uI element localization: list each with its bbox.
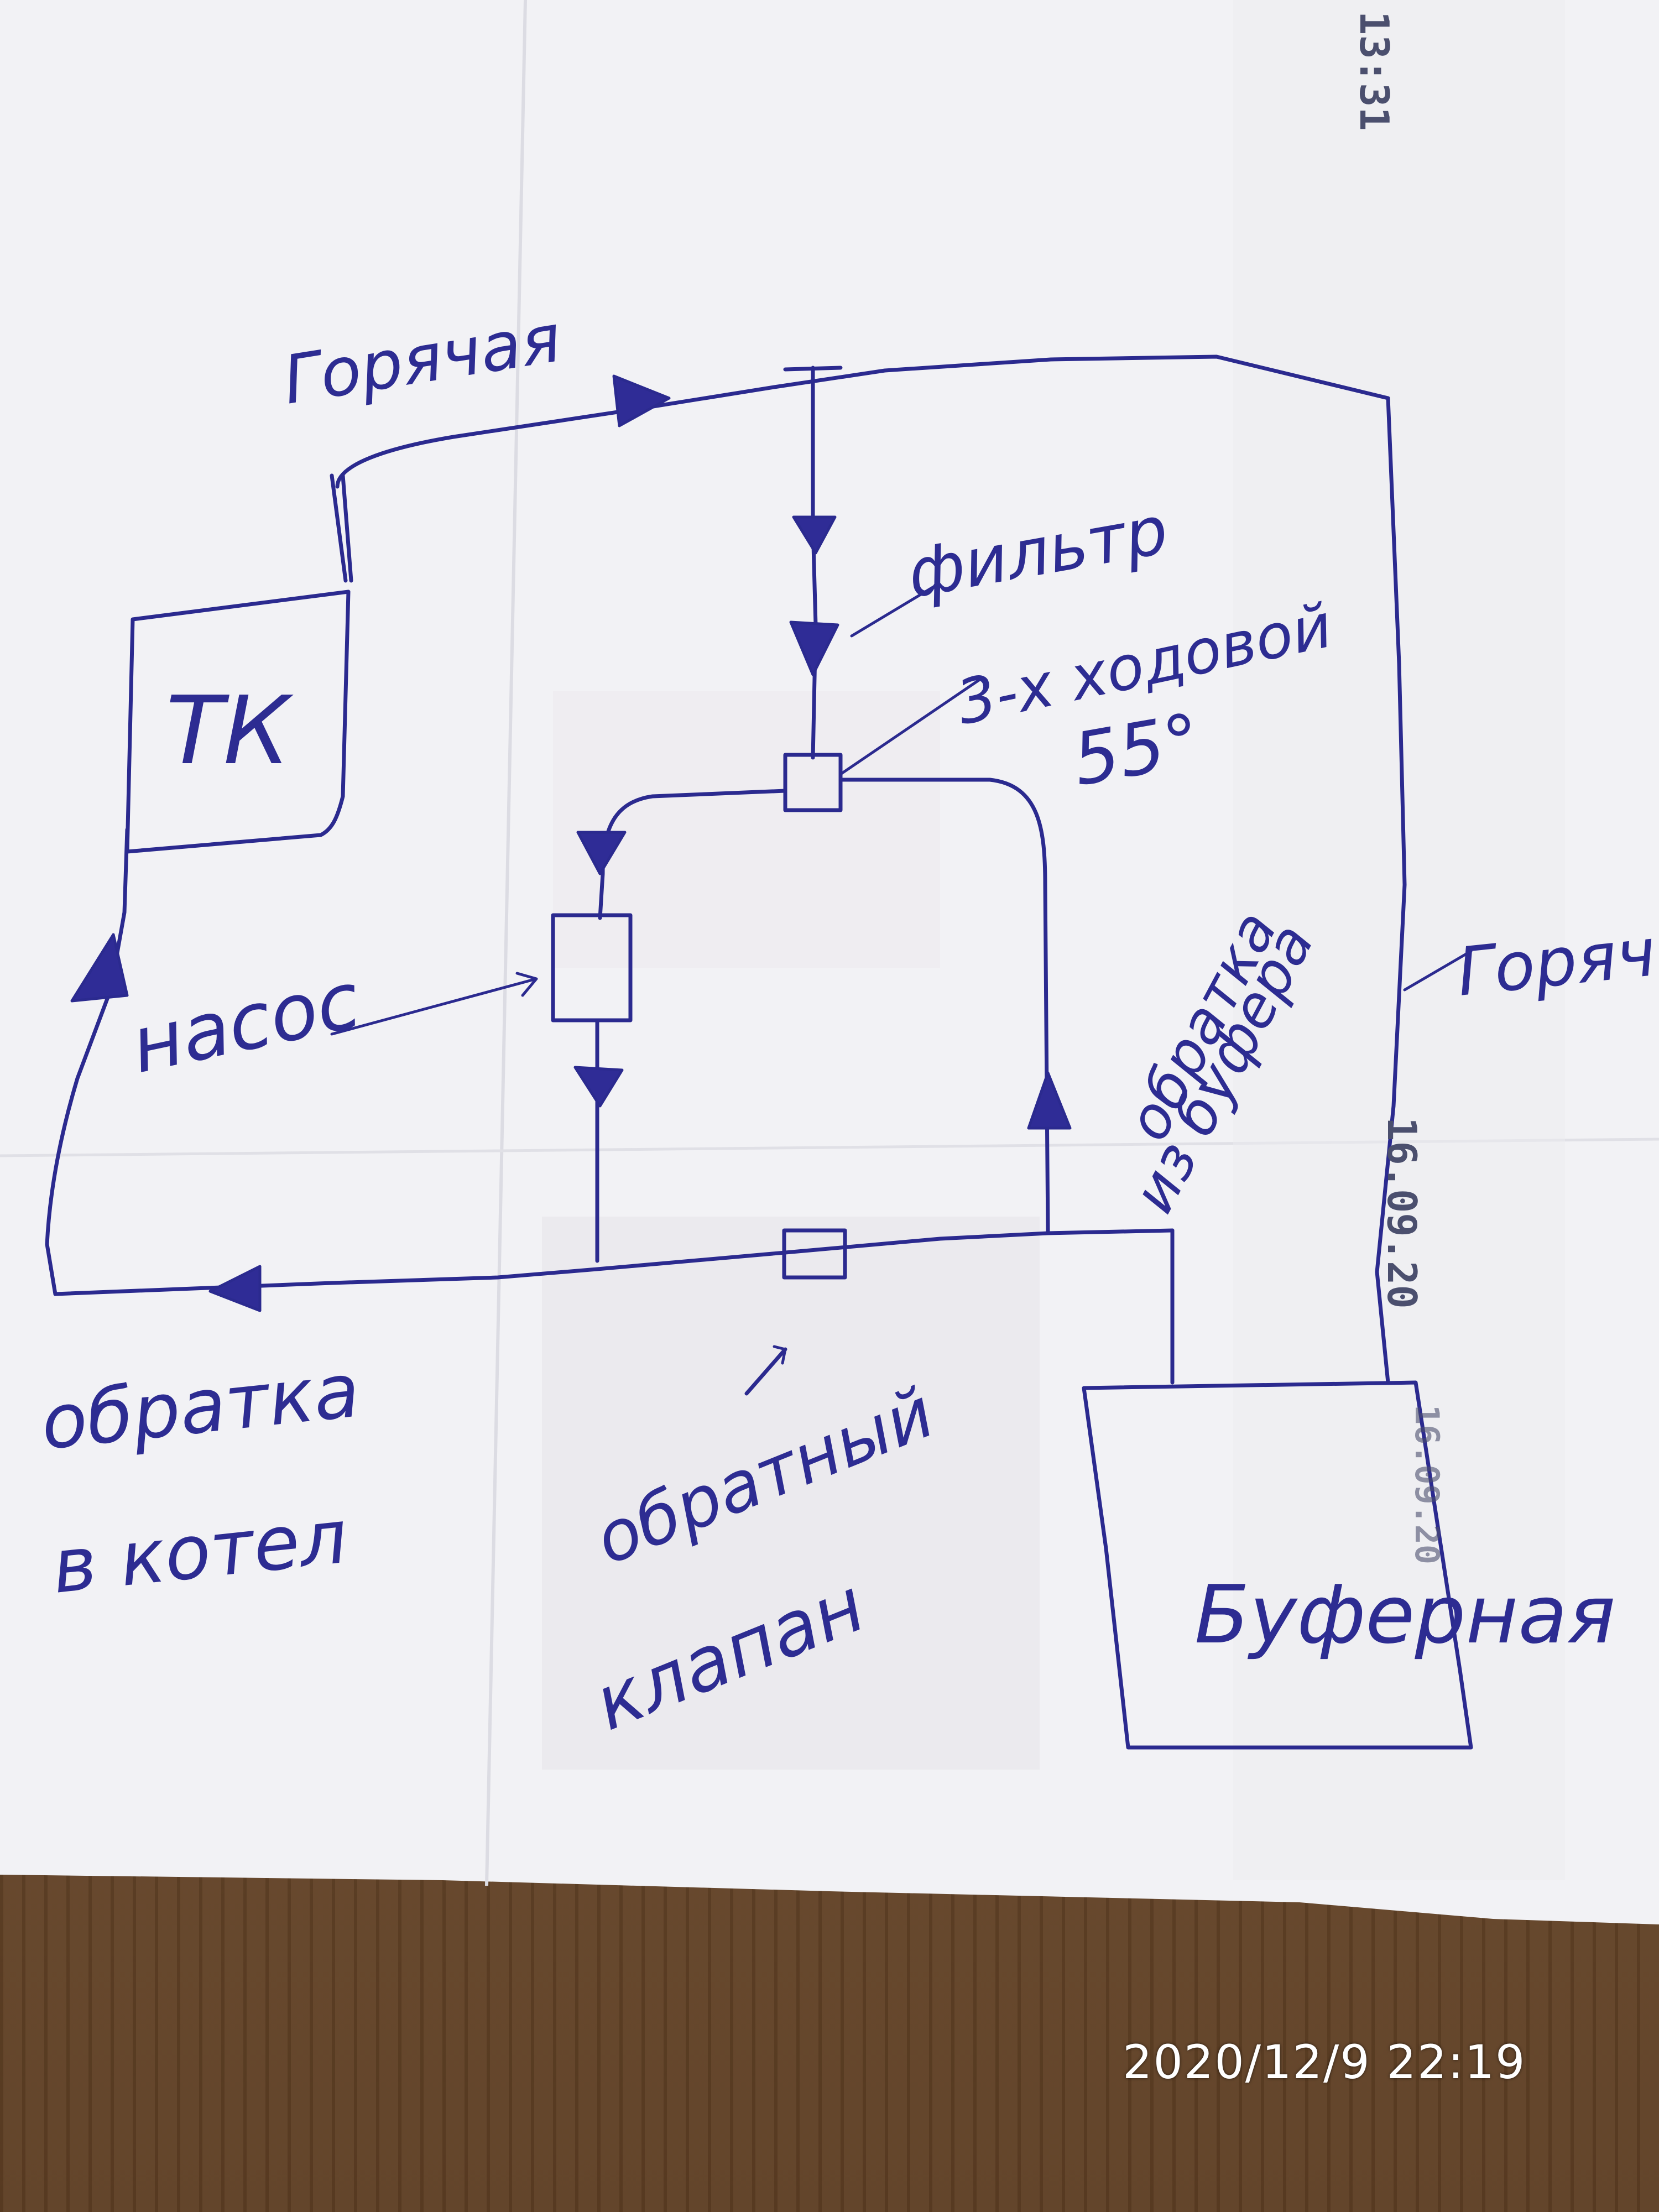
pipe-to-three-way-valve	[811, 366, 818, 760]
filter-pointer	[850, 585, 936, 638]
paper-fold-line	[485, 0, 527, 1886]
paper-show-through-block	[1233, 0, 1565, 1880]
pump	[551, 913, 633, 1022]
flow-arrow-left	[208, 1265, 262, 1312]
top-junction-mark	[783, 366, 843, 372]
pump-pointer	[330, 972, 538, 1036]
hot-pipe-right	[1375, 396, 1407, 1385]
stamp-date-right-1: 16.09.20	[1379, 1117, 1425, 1309]
pipe-left-side	[45, 827, 129, 1296]
paper-show-through-block	[553, 691, 940, 968]
flow-arrow-up	[1027, 1071, 1072, 1130]
flow-arrow-down	[792, 515, 837, 555]
stamp-date-right-2: 16.09.20	[1407, 1405, 1446, 1564]
photo-timestamp: 2020/12/9 22:19	[1123, 2035, 1526, 2089]
hot-right-pointer	[1403, 950, 1473, 992]
buffer-tank	[1082, 1380, 1473, 1750]
three-way-valve	[783, 753, 843, 812]
tk-outlet-marks	[330, 473, 353, 583]
filter-icon	[789, 620, 839, 676]
stamp-time-top: 13:31	[1351, 11, 1397, 131]
check-valve	[782, 1228, 847, 1280]
flow-arrow-up	[70, 933, 129, 1003]
flow-arrow-down	[576, 831, 627, 875]
paper-show-through-block	[542, 1217, 1040, 1770]
check-valve-pointer	[744, 1347, 787, 1396]
flow-arrow-down	[573, 1066, 624, 1108]
pipe-three-way-to-buffer-return	[838, 778, 1050, 1235]
label-tk: ТК	[166, 676, 294, 786]
flow-arrow-right	[612, 374, 671, 427]
tk-boiler	[125, 589, 351, 854]
check-valve-pointer-head	[773, 1345, 787, 1365]
three-way-pointer	[839, 679, 980, 776]
label-buffer: Буферная	[1194, 1568, 1615, 1662]
